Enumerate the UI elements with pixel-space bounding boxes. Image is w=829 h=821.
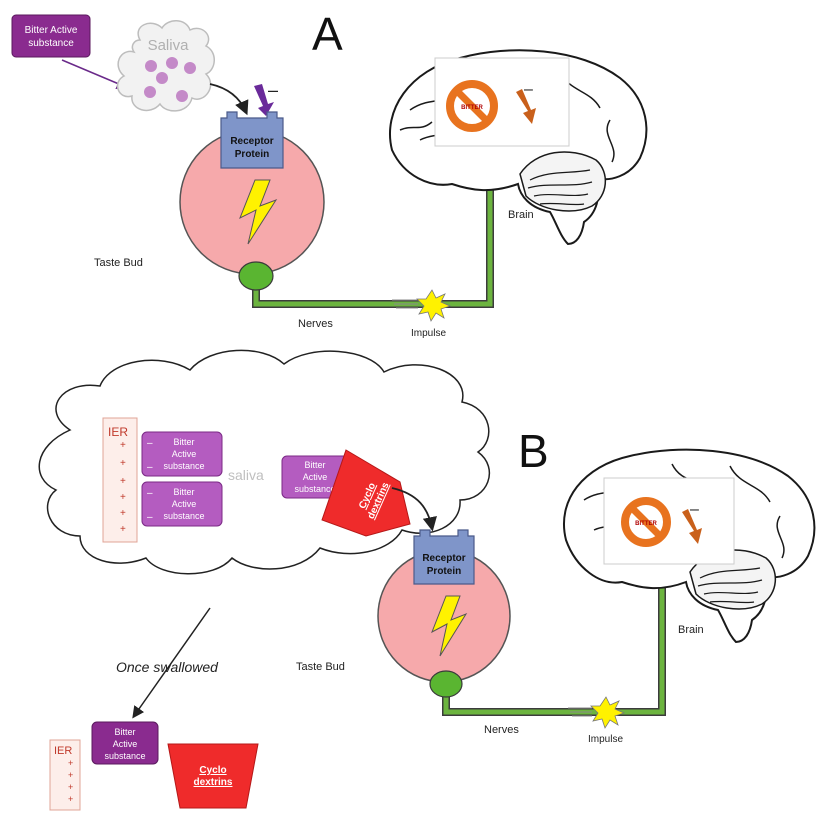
saliva-to-receptor-arrow — [209, 83, 249, 116]
panel-a: A Bitter Active substance Saliva – — [11, 8, 648, 339]
svg-text:Active: Active — [172, 499, 197, 509]
svg-text:Protein: Protein — [427, 566, 461, 577]
panel-a-bitter-line1: Bitter Active — [25, 25, 78, 36]
panel-a-no-bitter-icon — [446, 80, 498, 132]
panel-a-impulse-star — [392, 289, 452, 322]
ier-plus: + — [68, 794, 73, 804]
panel-a-saliva-cloud: Saliva — [116, 20, 215, 112]
svg-text:Bitter: Bitter — [304, 460, 325, 470]
swallowed-cyclodextrin: Cyclo dextrins — [167, 743, 259, 809]
panel-b-bound-bitter-2: – – Bitter Active substance — [141, 481, 223, 527]
panel-a-nerves-label: Nerves — [298, 318, 333, 330]
svg-text:Active: Active — [113, 739, 138, 749]
ier-plus: + — [120, 458, 126, 469]
panel-a-bitter-line2: substance — [28, 38, 74, 49]
panel-b-ier-label: IER — [108, 425, 128, 439]
panel-b-brain-label: Brain — [678, 624, 704, 636]
swallowed-bitter-box: Bitter Active substance — [91, 721, 159, 765]
once-swallowed-label: Once swallowed — [116, 659, 219, 675]
panel-a-nerve — [253, 148, 493, 307]
panel-a-bitter-box: Bitter Active substance — [11, 14, 91, 58]
panel-b-brain: BITTER – — [563, 448, 816, 644]
svg-text:IER: IER — [54, 745, 72, 757]
bound-minus: – — [147, 488, 153, 499]
panel-b-bitter-sign: BITTER — [635, 521, 657, 527]
swallow-arrow — [132, 607, 211, 719]
panel-a-receptor: Receptor Protein — [220, 111, 284, 169]
swallowed-ier: IER + + + + — [49, 739, 81, 811]
panel-a-purple-arrow — [254, 84, 274, 116]
cyclo-to-receptor-arrow — [391, 487, 437, 532]
panel-a-bitter-sign: BITTER — [461, 105, 483, 111]
panel-a-nerve-node — [238, 261, 274, 291]
panel-b: B saliva IER + + + + + + – – Bitter Acti… — [38, 349, 816, 811]
panel-a-orange-arrow — [516, 89, 536, 124]
svg-text:dextrins: dextrins — [194, 777, 233, 788]
panel-a-taste-bud-label: Taste Bud — [94, 257, 143, 269]
panel-b-brain-minus: – — [690, 501, 699, 518]
svg-text:substance: substance — [294, 484, 335, 494]
panel-a-impulse-label: Impulse — [411, 328, 446, 339]
svg-text:Bitter: Bitter — [114, 727, 135, 737]
panel-a-letter: A — [312, 8, 343, 60]
panel-b-bolt-icon — [431, 595, 468, 657]
ier-plus: + — [120, 476, 126, 487]
panel-a-brain: BITTER – — [389, 49, 648, 246]
svg-text:Active: Active — [172, 449, 197, 459]
saliva-molecule — [176, 90, 188, 102]
panel-b-saliva-label: saliva — [228, 467, 264, 483]
panel-b-letter: B — [518, 425, 549, 477]
bound-minus: – — [147, 462, 153, 473]
ier-plus: + — [68, 782, 73, 792]
panel-b-taste-bud-label: Taste Bud — [296, 661, 345, 673]
panel-a-receptor-line2: Protein — [235, 149, 269, 160]
svg-text:substance: substance — [163, 461, 204, 471]
panel-a-bolt-icon — [239, 179, 278, 245]
panel-b-receptor: Receptor Protein — [413, 529, 475, 585]
svg-text:Bitter: Bitter — [173, 437, 194, 447]
saliva-molecule — [145, 60, 157, 72]
svg-text:substance: substance — [163, 511, 204, 521]
panel-a-brain-signal-box — [434, 57, 570, 147]
saliva-molecule — [166, 57, 178, 69]
ier-plus: + — [120, 492, 126, 503]
panel-b-impulse-star — [568, 696, 626, 729]
panel-a-saliva-label: Saliva — [148, 37, 190, 54]
panel-b-ier: IER + + + + + + — [102, 417, 138, 543]
panel-a-brain-minus: – — [524, 81, 533, 98]
bound-minus: – — [147, 438, 153, 449]
panel-b-no-bitter-icon — [621, 497, 671, 547]
panel-a-minus: – — [268, 80, 278, 100]
svg-text:Active: Active — [303, 472, 328, 482]
bitter-to-saliva-arrow — [61, 59, 129, 90]
bound-minus: – — [147, 512, 153, 523]
svg-text:Bitter: Bitter — [173, 487, 194, 497]
svg-text:substance: substance — [104, 751, 145, 761]
panel-b-bound-bitter-1: – – Bitter Active substance — [141, 431, 223, 477]
ier-plus: + — [120, 508, 126, 519]
ier-plus: + — [68, 758, 73, 768]
panel-b-orange-arrow — [682, 509, 702, 544]
saliva-molecule — [156, 72, 168, 84]
panel-a-receptor-line1: Receptor — [230, 136, 273, 147]
svg-text:Cyclo: Cyclo — [199, 765, 226, 776]
panel-b-nerve-node — [429, 670, 463, 698]
ier-plus: + — [120, 524, 126, 535]
svg-text:Receptor: Receptor — [422, 553, 465, 564]
panel-b-cyclodextrin: Cyclo dextrins — [321, 449, 411, 537]
panel-a-brain-label: Brain — [508, 209, 534, 221]
saliva-molecule — [144, 86, 156, 98]
panel-b-nerves-label: Nerves — [484, 724, 519, 736]
panel-b-impulse-label: Impulse — [588, 734, 623, 745]
ier-plus: + — [120, 440, 126, 451]
panel-b-nerve — [443, 564, 665, 715]
saliva-molecule — [184, 62, 196, 74]
ier-plus: + — [68, 770, 73, 780]
